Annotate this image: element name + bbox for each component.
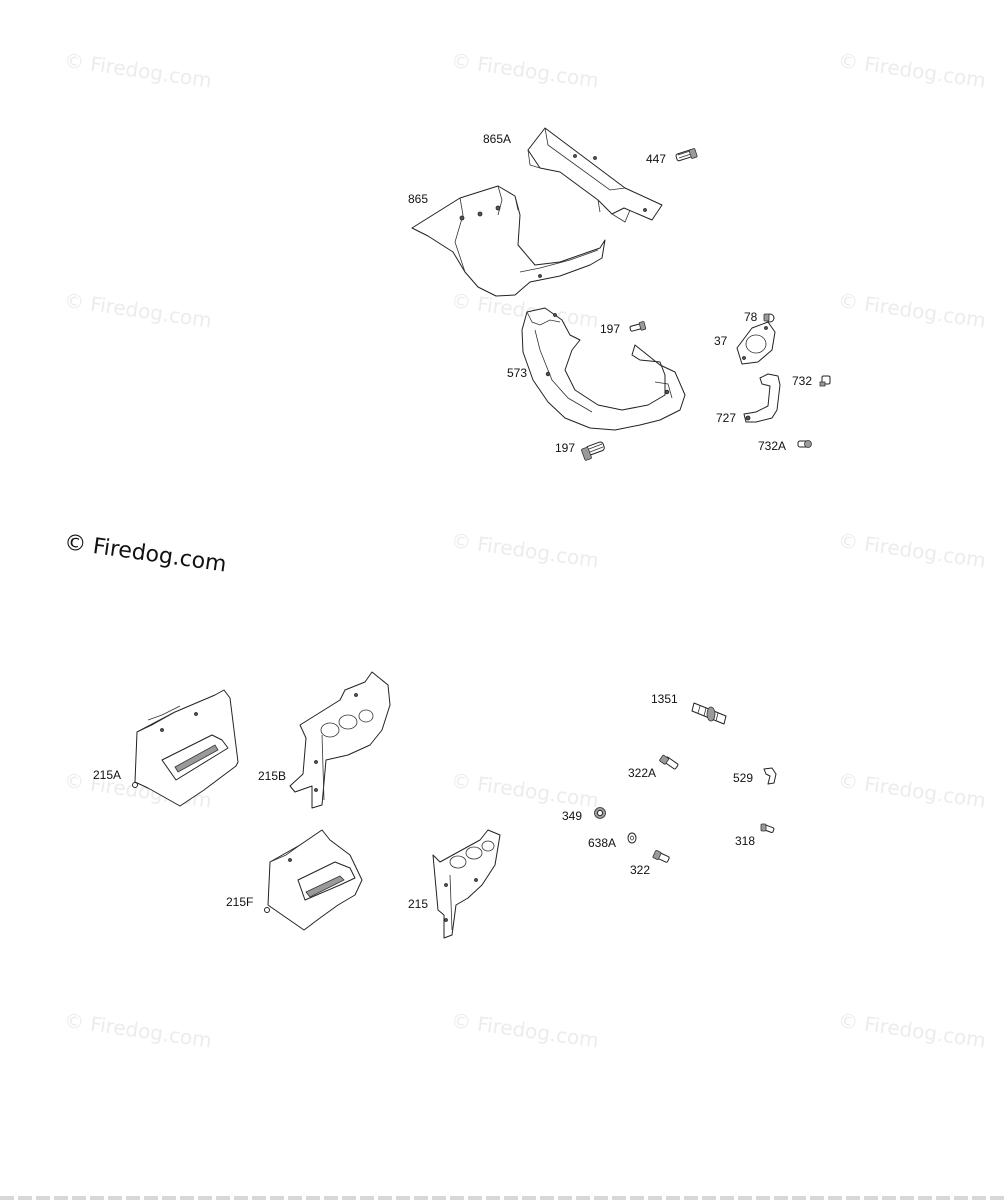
callout-197: 197 [600, 322, 620, 336]
callout-865A: 865A [483, 132, 511, 146]
callout-447: 447 [646, 152, 666, 166]
part-865 [411, 185, 606, 297]
callout-349: 349 [562, 809, 582, 823]
callout-215B: 215B [258, 769, 286, 783]
part-865A [527, 127, 663, 223]
part-215B [289, 671, 391, 809]
callout-215: 215 [408, 897, 428, 911]
callout-529: 529 [733, 771, 753, 785]
callout-215A: 215A [93, 768, 121, 782]
part-78 [763, 313, 775, 323]
part-197-lower [581, 441, 605, 461]
callout-732A: 732A [758, 439, 786, 453]
part-215 [432, 829, 501, 939]
part-1351 [691, 702, 727, 725]
part-197-upper [629, 321, 647, 332]
callout-78: 78 [744, 310, 758, 324]
callout-865: 865 [408, 192, 428, 206]
part-447 [675, 148, 698, 162]
callout-322: 322 [630, 863, 650, 877]
part-573 [521, 307, 686, 431]
callout-318: 318 [735, 834, 755, 848]
callout-322A: 322A [628, 766, 656, 780]
callout-215F: 215F [226, 895, 253, 909]
callout-197-lower: 197 [555, 441, 575, 455]
callout-638A: 638A [588, 836, 616, 850]
part-727 [743, 373, 781, 423]
part-322 [652, 850, 670, 863]
callout-1351: 1351 [651, 692, 678, 706]
part-638A [627, 832, 637, 844]
part-732A [797, 440, 812, 448]
part-529 [763, 767, 777, 785]
callout-573: 573 [507, 366, 527, 380]
bottom-border [0, 1196, 1005, 1200]
callout-732: 732 [792, 374, 812, 388]
part-322A [659, 754, 679, 770]
part-215A [132, 689, 239, 807]
part-732 [819, 375, 831, 387]
part-37 [736, 321, 776, 365]
callout-37: 37 [714, 334, 728, 348]
part-349 [594, 807, 606, 819]
callout-727: 727 [716, 411, 736, 425]
part-318 [760, 823, 775, 833]
part-215F [264, 829, 363, 931]
